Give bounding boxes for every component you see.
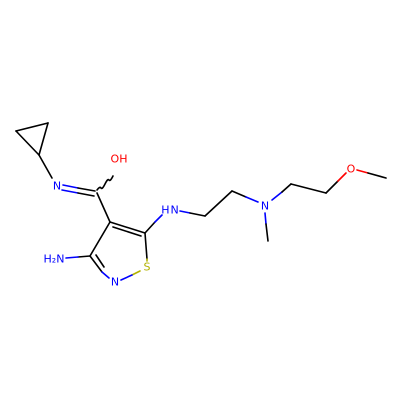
bond-cyclopropyl-2 [38,122,49,156]
bond-c3-nh2-a [77,255,91,258]
bond-ntert-ch2-b [281,183,292,193]
bond-cyclopropyl-1 [15,122,49,132]
bond-ring-c3-n-b [101,271,110,279]
atom-nh2-amino: H₂N [44,253,65,266]
bond-c-ring [96,192,111,223]
bond-ring-c4-c3 [89,221,111,257]
atom-n-tertiary: N [261,200,269,213]
bond-n-c-double-b1 [61,189,79,194]
atom-nh-linker: H N [161,204,179,217]
atom-labels: N OH H N N O H₂N N S [44,153,356,289]
bond-ring-c4-c5 [109,221,146,234]
bond-o-me-a [356,169,369,174]
bond-ntert-ch2-a [271,191,283,201]
bond-ch2-ch2 [204,190,233,217]
bond-cyclopropyl-3 [15,130,40,156]
cyclopropyl-ring [15,122,49,156]
bond-nh-ch2-a [179,210,191,214]
atom-s-ring: S [144,261,151,274]
bond-ring-c3-n-inner [95,254,105,268]
bond-cyclopropyl-n [38,154,53,179]
bond-c3-nh2-b [65,256,79,259]
atom-n-ring: N [111,276,119,289]
bond-ntert-me-a [264,212,267,225]
isothiazole-ring [89,221,148,281]
bond-c5-nh-b [154,214,163,223]
bond-ring-c5-s [144,232,148,260]
bond-ch2-o-b [337,172,347,182]
bond-ring-c4-c5-inner [112,226,142,237]
bond-n-c-double-a1 [62,184,79,189]
bond-n-c-double-a2 [77,187,96,192]
bond-nh-ch2-b [189,212,206,217]
bond-ring-c3-n-a [89,255,103,273]
bond-ring-s-n-b [120,274,133,281]
bond-o-me-b [367,172,387,179]
bond-ring-s-n-a [131,270,141,276]
bond-ch2-o-a [325,180,339,194]
atom-n-amide: N [53,180,61,193]
bond-c5-nh-a [144,221,156,234]
bond-c-oh-wavy [96,175,114,191]
atom-o-hydroxyl: OH [111,153,128,166]
bond-ch2-ch2-ether [290,183,327,194]
bond-n-c-double-b2 [77,192,95,197]
bond-ch2-ntert-a [231,190,247,198]
bond-ntert-me-b [265,223,269,242]
bond-ch2-ntert-b [245,196,259,203]
atom-o-ether: O [347,163,356,176]
